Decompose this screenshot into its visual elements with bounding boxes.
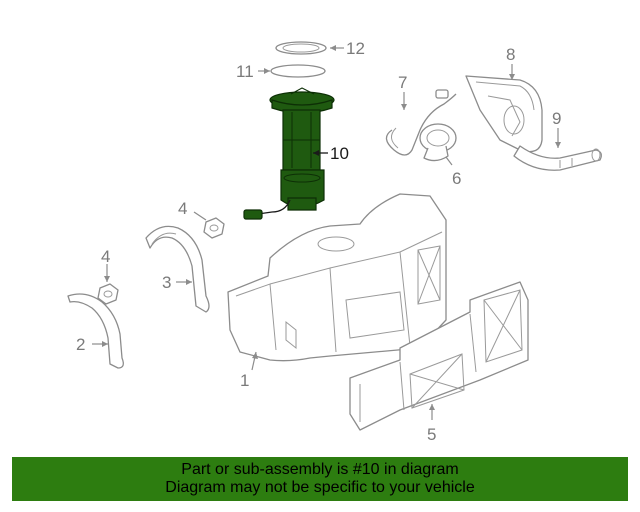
callout-8[interactable]: 8 xyxy=(506,45,515,64)
fuel-pump-module-part[interactable] xyxy=(243,87,335,220)
callout-4-upper[interactable]: 4 xyxy=(178,199,187,218)
arrow-8 xyxy=(509,74,515,80)
arrow-5 xyxy=(429,404,435,410)
arrow-7 xyxy=(401,104,407,110)
callout-4-lower[interactable]: 4 xyxy=(101,247,110,266)
callout-11[interactable]: 11 xyxy=(236,62,254,81)
fuel-tank-part[interactable] xyxy=(227,193,447,362)
leader-6 xyxy=(445,156,453,166)
strap-front-part[interactable] xyxy=(67,293,124,369)
callout-10[interactable]: 10 xyxy=(330,144,349,163)
seal-part[interactable] xyxy=(270,64,326,78)
arrow-1 xyxy=(252,352,258,359)
leader-4a xyxy=(193,211,207,221)
banner-line-part-number: Part or sub-assembly is #10 in diagram xyxy=(181,461,459,478)
info-banner: Part or sub-assembly is #10 in diagram D… xyxy=(12,457,628,501)
arrow-2 xyxy=(102,341,108,347)
callout-2[interactable]: 2 xyxy=(76,335,85,354)
nut-lower-part[interactable] xyxy=(97,283,119,305)
callout-1[interactable]: 1 xyxy=(240,371,249,390)
filler-neck-part[interactable] xyxy=(465,75,543,153)
vent-line-part[interactable] xyxy=(385,89,457,156)
arrow-12 xyxy=(330,45,336,51)
callout-12[interactable]: 12 xyxy=(346,39,365,58)
callout-6[interactable]: 6 xyxy=(452,169,461,188)
filler-hose-part[interactable] xyxy=(513,145,602,171)
arrow-11 xyxy=(264,68,270,74)
skid-plate-part[interactable] xyxy=(349,281,529,431)
callout-7[interactable]: 7 xyxy=(398,73,407,92)
callout-9[interactable]: 9 xyxy=(552,109,561,128)
filler-cap-part[interactable] xyxy=(419,123,457,162)
arrow-10 xyxy=(313,150,319,156)
callout-3[interactable]: 3 xyxy=(162,273,171,292)
lock-ring-part[interactable] xyxy=(275,41,327,55)
strap-rear-part[interactable] xyxy=(145,225,210,313)
arrow-3 xyxy=(186,279,192,285)
banner-line-disclaimer: Diagram may not be specific to your vehi… xyxy=(165,479,475,496)
arrow-9 xyxy=(555,142,561,148)
callout-5[interactable]: 5 xyxy=(427,425,436,444)
nut-upper-part[interactable] xyxy=(203,217,225,239)
arrow-4b xyxy=(104,276,110,282)
